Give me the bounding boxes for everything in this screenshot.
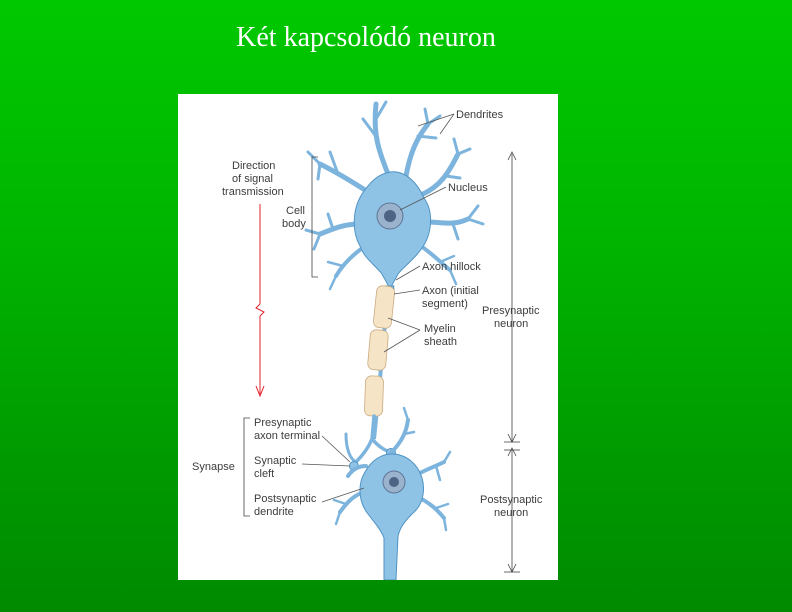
label-cell-body-line1: Cell bbox=[286, 205, 305, 217]
label-direction-line3: transmission bbox=[222, 186, 284, 198]
postsynaptic-neuron bbox=[332, 406, 452, 580]
neuron-diagram: Dendrites Direction of signal transmissi… bbox=[178, 94, 558, 580]
myelin-segment bbox=[364, 375, 384, 417]
myelin-segment bbox=[367, 329, 389, 371]
label-axon-initial-line2: segment) bbox=[422, 298, 468, 310]
label-presynaptic-neuron-line2: neuron bbox=[494, 318, 528, 330]
label-axon-hillock: Axon hillock bbox=[422, 261, 481, 273]
postsynaptic-cell-body bbox=[359, 453, 425, 580]
label-myelin-line2: sheath bbox=[424, 336, 457, 348]
postsynaptic-dendrites bbox=[332, 406, 452, 532]
label-postsynaptic-neuron-line2: neuron bbox=[494, 507, 528, 519]
label-dendrites: Dendrites bbox=[456, 109, 504, 121]
label-presyn-terminal-line1: Presynaptic bbox=[254, 417, 312, 429]
label-presynaptic-neuron-line1: Presynaptic bbox=[482, 305, 540, 317]
postsynaptic-range-arrow bbox=[504, 447, 520, 573]
label-axon-initial-line1: Axon (initial bbox=[422, 285, 479, 297]
presynaptic-cell-body bbox=[353, 171, 431, 292]
label-postsyn-dendrite-line2: dendrite bbox=[254, 506, 294, 518]
slide-title: Két kapcsolódó neuron bbox=[236, 22, 496, 53]
label-presyn-terminal-line2: axon terminal bbox=[254, 430, 320, 442]
postsynaptic-nucleolus bbox=[389, 477, 399, 487]
direction-arrow bbox=[255, 204, 265, 398]
myelin-segment bbox=[373, 285, 395, 329]
neuron-diagram-svg: Dendrites Direction of signal transmissi… bbox=[192, 100, 543, 580]
label-synapse: Synapse bbox=[192, 461, 235, 473]
label-synaptic-cleft-line1: Synaptic bbox=[254, 455, 297, 467]
label-direction-line1: Direction bbox=[232, 160, 275, 172]
synapse-bracket bbox=[243, 417, 250, 517]
presynaptic-range-arrow bbox=[504, 151, 520, 443]
label-direction-line2: of signal bbox=[232, 173, 273, 185]
cell-body-bracket bbox=[311, 156, 318, 278]
label-nucleus: Nucleus bbox=[448, 182, 488, 194]
label-cell-body-line2: body bbox=[282, 218, 306, 230]
presynaptic-nucleolus bbox=[384, 210, 396, 222]
label-postsyn-dendrite-line1: Postsynaptic bbox=[254, 493, 317, 505]
label-synaptic-cleft-line2: cleft bbox=[254, 468, 274, 480]
label-postsynaptic-neuron-line1: Postsynaptic bbox=[480, 494, 543, 506]
myelinated-axon bbox=[364, 285, 395, 440]
leader-lines bbox=[301, 113, 455, 503]
presynaptic-neuron bbox=[304, 100, 485, 471]
label-myelin-line1: Myelin bbox=[424, 323, 456, 335]
